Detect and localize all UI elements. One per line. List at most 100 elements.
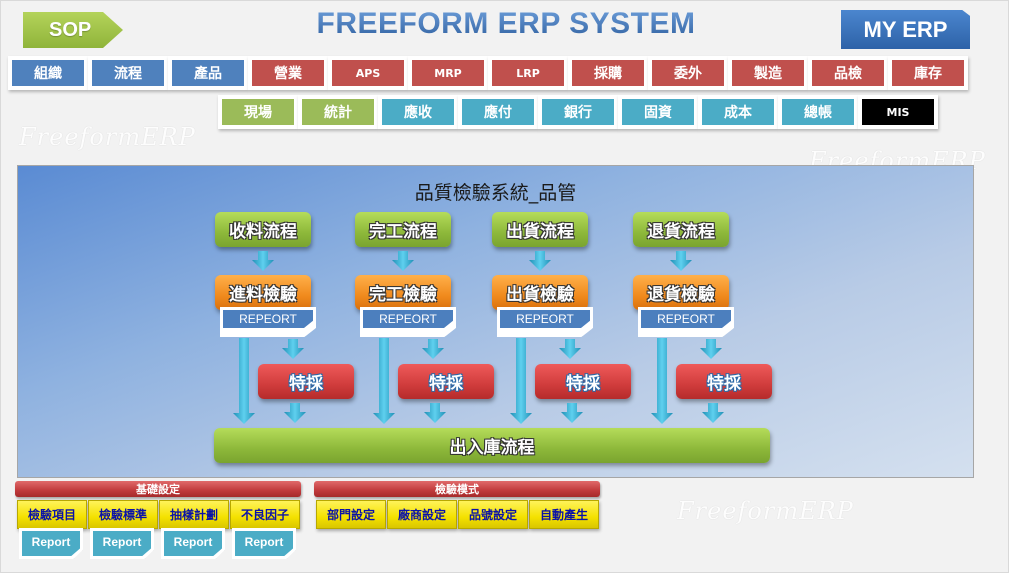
inspection-box[interactable]: 退貨檢驗 bbox=[633, 275, 729, 310]
report-label: Report bbox=[235, 531, 293, 556]
module-tab-3[interactable]: 應付 bbox=[458, 95, 538, 129]
special-acceptance-box[interactable]: 特採 bbox=[676, 364, 772, 399]
flow-box[interactable]: 退貨流程 bbox=[633, 212, 729, 247]
long-down-arrow-icon bbox=[510, 338, 532, 424]
report-button[interactable]: Report bbox=[161, 528, 225, 559]
down-arrow-icon bbox=[559, 339, 581, 359]
flow-box[interactable]: 完工流程 bbox=[355, 212, 451, 247]
report-label: Report bbox=[22, 531, 80, 556]
watermark: FreeformERP bbox=[19, 123, 196, 151]
inspection-report[interactable]: REPEORT bbox=[638, 307, 734, 337]
down-arrow-icon bbox=[702, 403, 724, 423]
flow-box[interactable]: 收料流程 bbox=[215, 212, 311, 247]
inspection-report[interactable]: REPEORT bbox=[497, 307, 593, 337]
module-tab-label: 營業 bbox=[252, 60, 324, 86]
down-arrow-icon bbox=[424, 403, 446, 423]
report-label: REPEORT bbox=[641, 310, 731, 328]
module-tab-label: 製造 bbox=[732, 60, 804, 86]
basic-setting-button[interactable]: 不良因子 bbox=[230, 500, 300, 529]
inspection-mode-header: 檢驗模式 bbox=[314, 481, 600, 497]
module-tab-label: 品檢 bbox=[812, 60, 884, 86]
special-acceptance-box[interactable]: 特採 bbox=[535, 364, 631, 399]
in-out-warehouse-flow[interactable]: 出入庫流程 bbox=[214, 428, 770, 463]
basic-setting-button[interactable]: 檢驗項目 bbox=[17, 500, 87, 529]
module-tab-11[interactable]: 庫存 bbox=[888, 56, 968, 90]
inspection-box[interactable]: 進料檢驗 bbox=[215, 275, 311, 310]
module-tab-1[interactable]: 統計 bbox=[298, 95, 378, 129]
report-label: REPEORT bbox=[223, 310, 313, 328]
down-arrow-icon bbox=[670, 251, 692, 271]
down-arrow-icon bbox=[422, 339, 444, 359]
sop-button[interactable]: SOP bbox=[23, 12, 123, 48]
module-tab-1[interactable]: 流程 bbox=[88, 56, 168, 90]
module-tab-6[interactable]: LRP bbox=[488, 56, 568, 90]
inspection-mode-button[interactable]: 自動產生 bbox=[529, 500, 599, 529]
module-tab-label: 流程 bbox=[92, 60, 164, 86]
report-label: REPEORT bbox=[363, 310, 453, 328]
module-tab-9[interactable]: 製造 bbox=[728, 56, 808, 90]
down-arrow-icon bbox=[529, 251, 551, 271]
module-tab-10[interactable]: 品檢 bbox=[808, 56, 888, 90]
basic-settings-header: 基礎設定 bbox=[15, 481, 301, 497]
special-acceptance-box[interactable]: 特採 bbox=[398, 364, 494, 399]
module-tab-label: 產品 bbox=[172, 60, 244, 86]
report-button[interactable]: Report bbox=[19, 528, 83, 559]
module-tab-label: LRP bbox=[492, 60, 564, 86]
module-tab-7[interactable]: 總帳 bbox=[778, 95, 858, 129]
module-tab-4[interactable]: APS bbox=[328, 56, 408, 90]
module-tab-label: 委外 bbox=[652, 60, 724, 86]
report-button[interactable]: Report bbox=[90, 528, 154, 559]
basic-setting-button[interactable]: 檢驗標準 bbox=[88, 500, 158, 529]
inspection-box[interactable]: 完工檢驗 bbox=[355, 275, 451, 310]
module-tab-0[interactable]: 組織 bbox=[8, 56, 88, 90]
inspection-mode-button[interactable]: 品號設定 bbox=[458, 500, 528, 529]
module-tab-label: 統計 bbox=[302, 99, 374, 125]
module-tab-3[interactable]: 營業 bbox=[248, 56, 328, 90]
inspection-mode-button[interactable]: 部門設定 bbox=[316, 500, 386, 529]
down-arrow-icon bbox=[561, 403, 583, 423]
long-down-arrow-icon bbox=[651, 338, 673, 424]
down-arrow-icon bbox=[284, 403, 306, 423]
module-tab-0[interactable]: 現場 bbox=[218, 95, 298, 129]
module-tab-label: 組織 bbox=[12, 60, 84, 86]
report-label: Report bbox=[93, 531, 151, 556]
module-tab-label: 庫存 bbox=[892, 60, 964, 86]
module-tab-label: 現場 bbox=[222, 99, 294, 125]
flow-box[interactable]: 出貨流程 bbox=[492, 212, 588, 247]
module-tab-label: 應收 bbox=[382, 99, 454, 125]
module-tab-8[interactable]: MIS bbox=[858, 95, 938, 129]
down-arrow-icon bbox=[252, 251, 274, 271]
module-tab-label: 採購 bbox=[572, 60, 644, 86]
basic-setting-button[interactable]: 抽樣計劃 bbox=[159, 500, 229, 529]
module-tab-4[interactable]: 銀行 bbox=[538, 95, 618, 129]
module-tab-5[interactable]: 固資 bbox=[618, 95, 698, 129]
module-tab-label: MIS bbox=[862, 99, 934, 125]
module-tab-label: APS bbox=[332, 60, 404, 86]
module-tab-2[interactable]: 產品 bbox=[168, 56, 248, 90]
report-button[interactable]: Report bbox=[232, 528, 296, 559]
down-arrow-icon bbox=[282, 339, 304, 359]
module-tab-8[interactable]: 委外 bbox=[648, 56, 728, 90]
watermark: FreeformERP bbox=[677, 497, 854, 525]
down-arrow-icon bbox=[392, 251, 414, 271]
inspection-mode-button[interactable]: 廠商設定 bbox=[387, 500, 457, 529]
special-acceptance-box[interactable]: 特採 bbox=[258, 364, 354, 399]
down-arrow-icon bbox=[700, 339, 722, 359]
module-tab-2[interactable]: 應收 bbox=[378, 95, 458, 129]
module-tab-label: 銀行 bbox=[542, 99, 614, 125]
module-tab-label: 應付 bbox=[462, 99, 534, 125]
module-tab-5[interactable]: MRP bbox=[408, 56, 488, 90]
report-label: REPEORT bbox=[500, 310, 590, 328]
diagram-title: 品質檢驗系統_品管 bbox=[414, 182, 577, 204]
module-tab-label: 總帳 bbox=[782, 99, 854, 125]
module-nav-row-2: 現場統計應收應付銀行固資成本總帳 MIS bbox=[218, 95, 938, 129]
report-label: Report bbox=[164, 531, 222, 556]
my-erp-button[interactable]: MY ERP bbox=[841, 10, 970, 49]
inspection-box[interactable]: 出貨檢驗 bbox=[492, 275, 588, 310]
app-title: FREEFORM ERP SYSTEM bbox=[301, 7, 711, 41]
module-tab-6[interactable]: 成本 bbox=[698, 95, 778, 129]
module-tab-7[interactable]: 採購 bbox=[568, 56, 648, 90]
inspection-report[interactable]: REPEORT bbox=[220, 307, 316, 337]
inspection-report[interactable]: REPEORT bbox=[360, 307, 456, 337]
